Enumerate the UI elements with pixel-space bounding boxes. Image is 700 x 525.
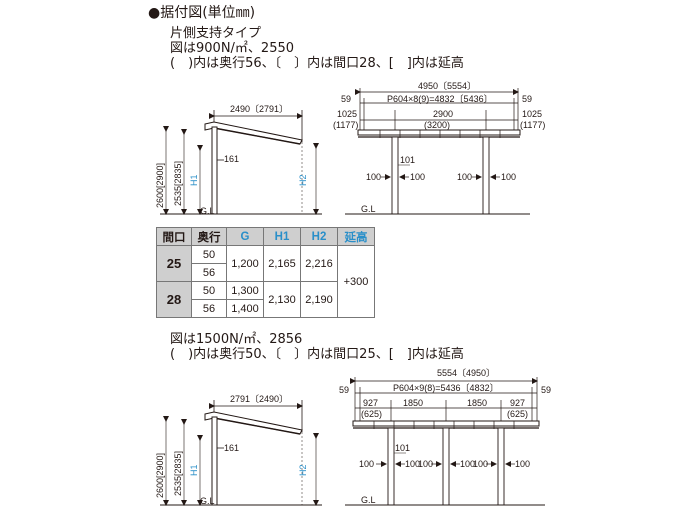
frontage-28: 28 xyxy=(156,281,192,318)
side1-width-label: 2490〔2791〕 xyxy=(230,104,288,114)
front1-span-alt: (3200) xyxy=(424,120,450,130)
side1-h1-label: H1 xyxy=(189,174,199,186)
g-cell: 1,300 xyxy=(226,281,264,300)
front2-clear-1: 100 xyxy=(359,459,374,469)
front2-right-overhang-alt: (625) xyxy=(507,409,528,419)
page-heading: ●据付図(単位㎜) xyxy=(148,5,256,21)
front2-post-offset: 101 xyxy=(395,443,410,453)
h1-cell: 2,130 xyxy=(263,281,301,318)
h1-cell: 2,165 xyxy=(263,245,301,282)
spec-table: 間口 奥行 G H1 H2 延高 25 50 1,200 2,165 2,216… xyxy=(156,227,375,318)
front2-right-edge: 59 xyxy=(541,385,551,395)
side-view-2 xyxy=(160,400,322,506)
section1-type-label: 片側支持タイプ xyxy=(170,26,262,41)
header-frontage: 間口 xyxy=(156,227,192,246)
h2-cell: 2,190 xyxy=(300,281,338,318)
spec-table-header-row: 間口 奥行 G H1 H2 延高 xyxy=(156,227,375,246)
front2-pitch: P604×9(8)=5436〔4832〕 xyxy=(393,383,499,393)
front-view-2 xyxy=(345,377,545,506)
side2-width-label: 2791〔2490〕 xyxy=(230,394,288,404)
side-view-1 xyxy=(160,110,322,215)
front2-span-b: 1850 xyxy=(467,398,487,408)
header-h2: H2 xyxy=(300,227,338,246)
front2-clear-4: 100 xyxy=(460,459,475,469)
front1-right-overhang-alt: (1177) xyxy=(520,120,545,130)
front1-left-edge: 59 xyxy=(341,94,351,104)
section1-caption: 図は900N/㎡、2550 xyxy=(170,41,295,56)
side1-ground-label: G.L xyxy=(200,206,215,216)
front1-ground: G.L xyxy=(361,204,376,214)
table-row: 56 1,400 xyxy=(157,299,375,318)
front1-pitch: P604×8(9)=4832〔5436〕 xyxy=(387,94,493,104)
g-cell: 1,400 xyxy=(226,299,264,318)
front2-clear-6: 100 xyxy=(515,459,530,469)
front2-left-overhang-alt: (625) xyxy=(361,409,382,419)
front1-post-offset: 101 xyxy=(400,155,415,165)
side2-eave-offset-label: 161 xyxy=(224,443,239,453)
depth-cell: 56 xyxy=(191,263,227,282)
front2-clear-5: 100 xyxy=(473,459,488,469)
front1-clear-right-a: 100 xyxy=(410,172,425,182)
section2-caption: 図は1500N/㎡、2856 xyxy=(170,332,303,347)
front2-right-overhang: 927 xyxy=(510,398,525,408)
section1-note: ( )内は奥行56、〔 〕内は間口28、[ ]内は延高 xyxy=(170,56,464,71)
side1-overall-height: 2600[2900] xyxy=(155,163,165,208)
front1-left-overhang-alt: (1177) xyxy=(333,120,358,130)
side2-h2-label: H2 xyxy=(298,464,308,476)
front2-clear-2: 100 xyxy=(405,459,420,469)
front-view-1 xyxy=(345,88,530,215)
front1-right-overhang: 1025 xyxy=(522,109,542,119)
front2-left-edge: 59 xyxy=(339,385,349,395)
side2-h1-label: H1 xyxy=(189,464,199,476)
frontage-25: 25 xyxy=(156,245,192,282)
extend-cell: +300 xyxy=(337,245,375,318)
g-cell: 1,200 xyxy=(226,245,264,282)
side2-inner-height: 2535[2835] xyxy=(173,451,183,496)
table-row: 56 xyxy=(157,263,375,282)
header-h1: H1 xyxy=(263,227,301,246)
front1-clear-left-a: 100 xyxy=(366,172,381,182)
header-g: G xyxy=(226,227,264,246)
header-extend: 延高 xyxy=(337,227,375,246)
depth-cell: 56 xyxy=(191,299,227,318)
header-depth: 奥行 xyxy=(191,227,227,246)
depth-cell: 50 xyxy=(191,245,227,264)
front1-right-edge: 59 xyxy=(522,94,532,104)
front1-total: 4950〔5554〕 xyxy=(418,81,476,91)
front2-clear-3: 100 xyxy=(418,459,433,469)
side1-h2-label: H2 xyxy=(298,174,308,186)
front2-ground: G.L xyxy=(361,495,376,505)
table-row: 25 50 1,200 2,165 2,216 +300 xyxy=(156,245,375,318)
front1-clear-right-b: 100 xyxy=(501,172,516,182)
front2-total: 5554〔4950〕 xyxy=(437,368,495,378)
depth-cell: 50 xyxy=(191,281,227,300)
section2-note: ( )内は奥行50、〔 〕内は間口25、[ ]内は延高 xyxy=(170,347,464,362)
front1-left-overhang: 1025 xyxy=(337,109,357,119)
side1-inner-height: 2535[2835] xyxy=(173,161,183,206)
front2-span-a: 1850 xyxy=(403,398,423,408)
h2-cell: 2,216 xyxy=(300,245,338,282)
front1-span: 2900 xyxy=(433,109,453,119)
front1-clear-left-b: 100 xyxy=(457,172,472,182)
side1-eave-offset-label: 161 xyxy=(224,154,239,164)
side2-ground-label: G.L xyxy=(200,496,215,506)
front2-left-overhang: 927 xyxy=(363,398,378,408)
side2-overall-height: 2600[2900] xyxy=(155,453,165,498)
table-row: 28 50 1,300 2,130 2,190 xyxy=(156,281,375,318)
